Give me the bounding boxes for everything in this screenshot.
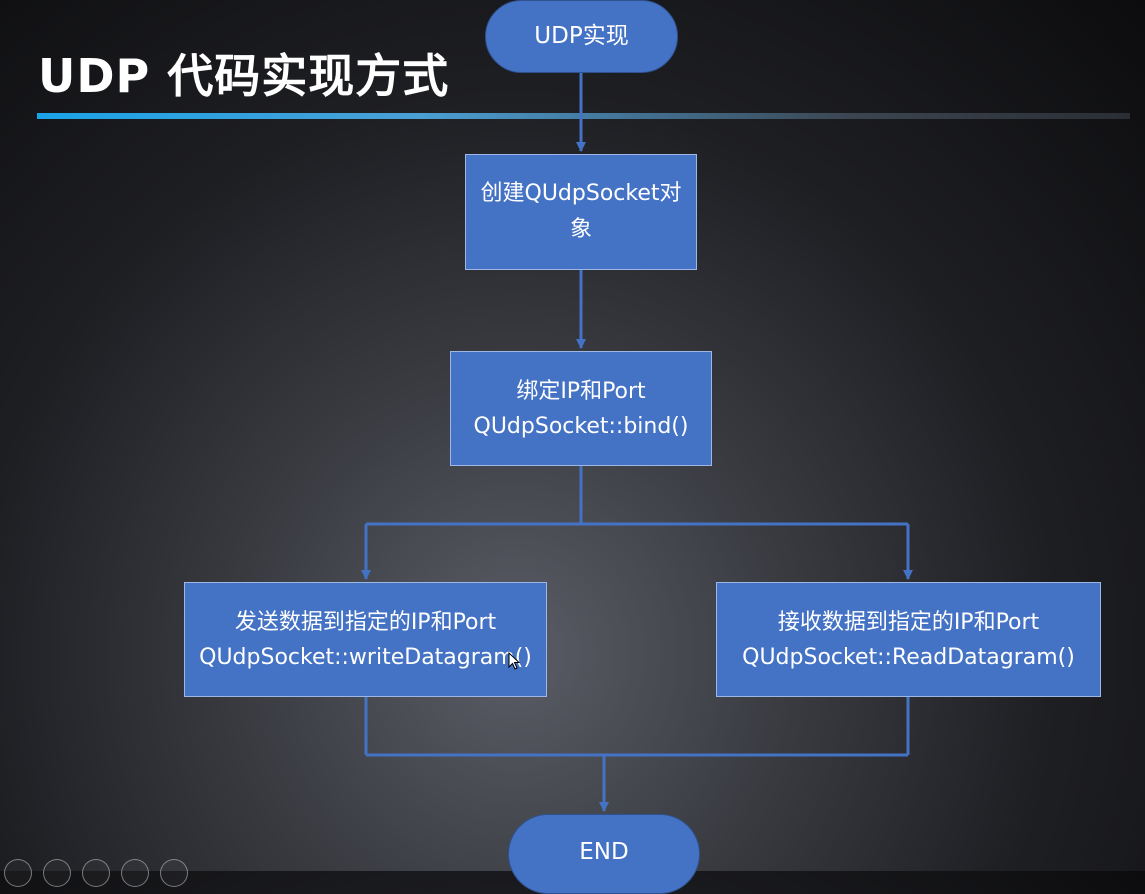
send-datagram-node: 发送数据到指定的IP和Port QUdpSocket::writeDatagra… [184,582,547,697]
end-node: END [508,814,700,894]
bind-node: 绑定IP和Port QUdpSocket::bind() [450,351,712,466]
pen-icon[interactable] [43,859,71,887]
mouse-cursor-icon [508,652,520,670]
receive-datagram-label: 接收数据到指定的IP和Port QUdpSocket::ReadDatagram… [742,609,1075,670]
previous-icon[interactable] [4,859,32,887]
start-node-label: UDP实现 [534,23,629,49]
bind-label: 绑定IP和Port QUdpSocket::bind() [473,378,689,439]
flowchart-connectors [361,73,913,812]
slides-grid-icon[interactable] [82,859,110,887]
send-datagram-label: 发送数据到指定的IP和Port QUdpSocket::writeDatagra… [199,609,532,670]
zoom-icon[interactable] [121,859,149,887]
create-socket-label: 创建QUdpSocket对 象 [480,181,682,242]
title-underline [37,113,1130,119]
end-node-label: END [579,839,629,865]
more-icon[interactable] [160,859,188,887]
start-node: UDP实现 [485,0,678,73]
slide-title: UDP 代码实现方式 [38,49,450,103]
receive-datagram-node: 接收数据到指定的IP和Port QUdpSocket::ReadDatagram… [716,582,1101,697]
presentation-toolbar [4,859,188,887]
create-socket-node: 创建QUdpSocket对 象 [465,154,697,270]
